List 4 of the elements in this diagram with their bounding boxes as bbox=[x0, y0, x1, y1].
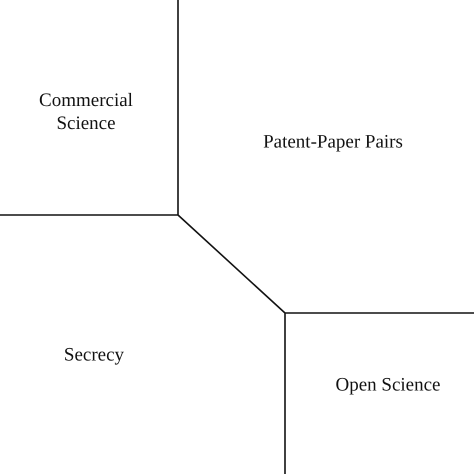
region-label: Patent-Paper Pairs bbox=[258, 130, 408, 154]
region-label: Commercial Science bbox=[21, 89, 151, 135]
region-label: Secrecy bbox=[24, 344, 164, 366]
region-label: Open Science bbox=[308, 374, 468, 396]
